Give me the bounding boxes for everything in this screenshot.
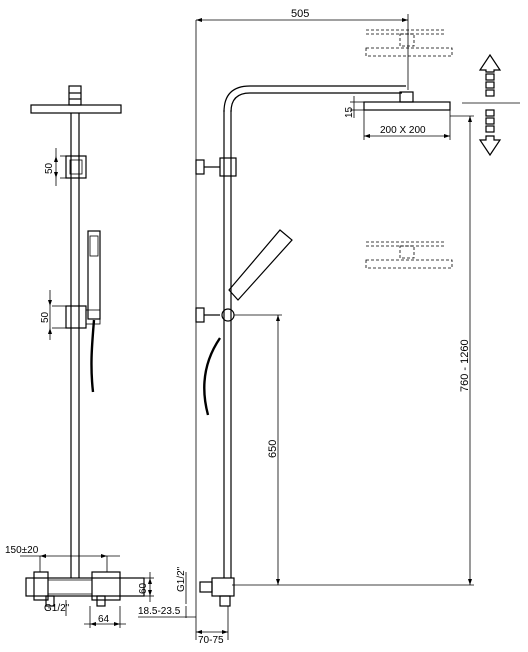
head-size-dim: 200 X 200 [380,125,426,136]
front-right-knob [91,571,121,601]
side-view: 505 15 200 X 200 [138,8,474,646]
front-lower-bracket [65,305,87,329]
valve-depth-dim: 64 [98,614,110,625]
front-right-inlet [96,595,106,607]
wall-offset-dim: 18.5-23.5 [138,606,181,617]
hand-bracket-height-dim: 650 [267,440,279,458]
front-hand-shower [87,230,101,320]
arrow-up-icon [478,53,502,97]
top-width-dim: 505 [291,8,309,20]
front-bar-valve [25,577,145,597]
side-thread-label: G1/2" [176,566,187,592]
valve-height-dim: 60 [138,582,149,594]
shower-arm-inner [230,92,402,113]
side-valve-inlet [199,581,213,593]
side-shower-head [363,101,451,111]
front-upper-bracket-dim: 50 [44,162,55,174]
shower-arm-outer [223,85,406,113]
front-lower-bracket-dim: 50 [40,311,51,323]
spread-dim: 150±20 [5,545,39,556]
bottom-offset-dim: 70-75 [198,635,224,646]
front-hose [90,319,96,393]
ghost-head-top [365,47,453,57]
front-left-inlet [45,595,55,607]
ghost-head-low [365,259,453,269]
adjustment-arrows [462,53,520,157]
front-head-connector [68,85,82,106]
side-upper-wall-plate [195,159,205,175]
head-thickness-dim: 15 [344,106,355,118]
front-view: 50 50 150±20 60 [5,85,154,628]
side-valve-outlet [219,595,231,607]
front-left-knob [33,571,49,601]
side-valve-body [211,577,235,597]
front-shower-head [30,104,122,114]
side-hose [203,337,221,416]
front-upper-bracket [65,155,87,179]
front-thread-label: G1/2" [44,603,70,614]
side-upper-clamp [219,157,237,177]
arrow-down-icon [478,109,502,157]
side-hand-shower [228,229,293,301]
height-range-dim: 760 - 1260 [459,339,471,392]
side-lower-wall-plate [195,307,205,323]
